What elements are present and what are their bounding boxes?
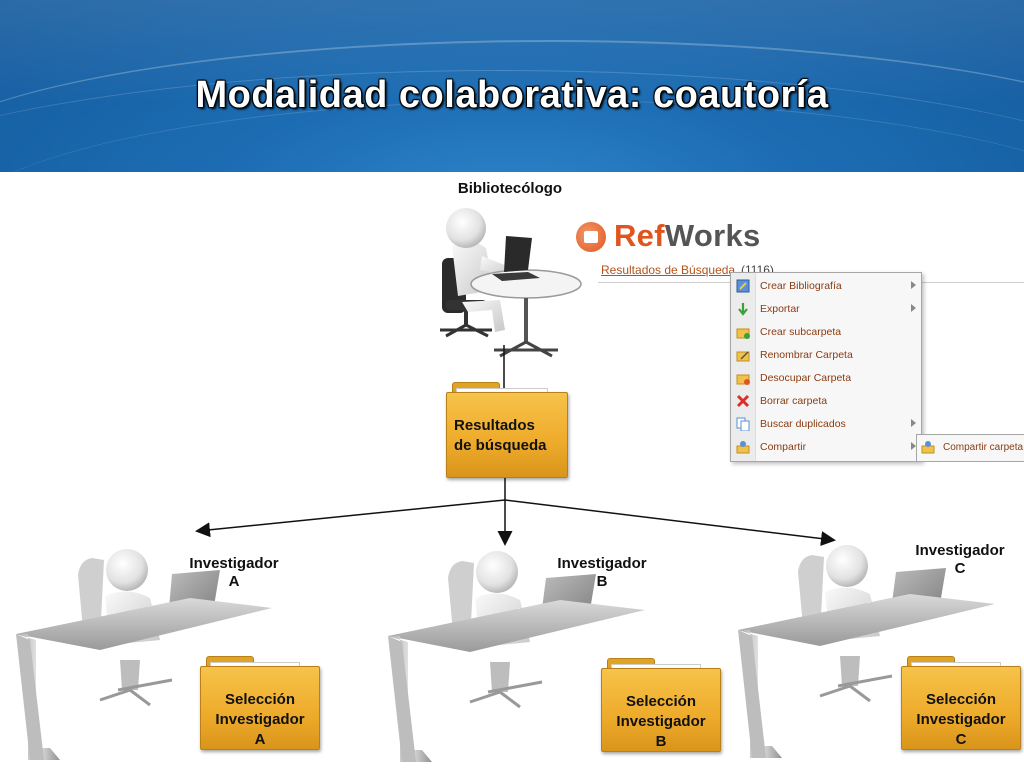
folder-label-line2: Investigador [616,713,706,730]
menu-item-crear-subcarpeta[interactable]: Crear subcarpeta [731,321,921,344]
header-wave [0,70,1024,172]
results-folder-line2: de búsqueda [454,437,547,454]
submenu-arrow-icon [911,419,916,427]
selection-folder-b-icon: Selección Investigador B [601,658,721,752]
researcher-label-line1: Investigador [915,542,1005,559]
menu-item-label: Crear subcarpeta [760,326,842,338]
librarian-label: Bibliotecólogo [457,180,563,197]
selection-folder-b-label: Selección Investigador B [601,692,721,752]
researcher-label-line2: A [228,573,240,590]
researcher-b-label: Investigador B [542,555,662,591]
results-folder-icon: Resultados de búsqueda [446,382,568,478]
share-user-icon [921,440,935,454]
researcher-a-workstation-icon [16,549,272,760]
arrow-to-researcher-a [195,499,506,538]
folder-label-line3: B [655,733,667,750]
results-folder-line1: Resultados [454,417,535,434]
selection-folder-a-icon: Selección Investigador A [200,656,320,750]
results-folder-label: Resultados de búsqueda [454,416,568,456]
menu-item-label: Compartir [760,441,807,453]
folder-label-line2: Investigador [215,711,305,728]
menu-item-label: Buscar duplicados [760,418,846,430]
librarian-figure-icon [440,208,582,358]
researcher-c-label: Investigador C [900,542,1020,578]
edit-icon [736,279,750,293]
header-wave [0,40,1024,172]
folder-empty-icon [736,371,750,385]
menu-item-label: Borrar carpeta [760,395,828,407]
selection-folder-c-label: Selección Investigador C [901,690,1021,750]
folder-label-line3: C [955,731,967,748]
selection-folder-c-icon: Selección Investigador C [901,656,1021,750]
folder-context-menu: Crear Bibliografía Exportar Crear subcar… [730,272,922,462]
refworks-wordmark-ref: Ref [614,218,665,253]
researcher-label-line1: Investigador [557,555,647,572]
header-wave [0,100,1024,172]
menu-item-crear-bibliografia[interactable]: Crear Bibliografía [731,275,921,298]
folder-add-icon [736,325,750,339]
submenu-arrow-icon [911,281,916,289]
folder-rename-icon [736,348,750,362]
menu-item-exportar[interactable]: Exportar [731,298,921,321]
researcher-b-workstation-icon [388,551,645,762]
search-results-link[interactable]: Resultados de Búsqueda [601,263,736,277]
slide-title: Modalidad colaborativa: coautoría [195,74,829,116]
share-user-icon [736,440,750,454]
researcher-a-label: Investigador A [174,555,294,591]
folder-body [200,666,320,750]
download-arrow-icon [736,302,750,316]
researcher-label-line1: Investigador [189,555,279,572]
researcher-label-line2: C [954,560,966,577]
menu-item-borrar-carpeta[interactable]: Borrar carpeta [731,390,921,413]
menu-item-label: Renombrar Carpeta [760,349,853,361]
refworks-logo-icon [576,222,606,252]
menu-item-renombrar-carpeta[interactable]: Renombrar Carpeta [731,344,921,367]
menu-item-buscar-duplicados[interactable]: Buscar duplicados [731,413,921,436]
refworks-wordmark-works: Works [664,218,761,253]
folder-label-line3: A [254,731,266,748]
folder-label-line1: Selección [925,691,997,708]
duplicate-pages-icon [736,417,750,432]
menu-item-desocupar-carpeta[interactable]: Desocupar Carpeta [731,367,921,390]
folder-body [446,392,568,478]
folder-label-line1: Selección [625,693,697,710]
menu-item-label: Crear Bibliografía [760,280,842,292]
selection-folder-a-label: Selección Investigador A [200,690,320,750]
folder-body [601,668,721,752]
folder-label-line1: Selección [224,691,296,708]
menu-item-label: Desocupar Carpeta [760,372,852,384]
menu-item-label: Exportar [760,303,800,315]
folder-body [901,666,1021,750]
compartir-submenu[interactable]: Compartir carpeta [916,434,1024,462]
delete-x-icon [736,394,750,408]
menu-item-compartir[interactable]: Compartir [731,436,921,459]
refworks-wordmark: RefWorks [614,218,761,254]
submenu-item-compartir-carpeta[interactable]: Compartir carpeta [943,442,1024,453]
refworks-logo: RefWorks [576,218,776,258]
researcher-c-workstation-icon [738,545,995,758]
arrow-to-researcher-c [504,499,836,546]
header-shine [0,0,1024,172]
folder-label-line2: Investigador [916,711,1006,728]
submenu-arrow-icon [911,304,916,312]
slide-header: Modalidad colaborativa: coautoría [0,0,1024,172]
submenu-arrow-icon [911,442,916,450]
researcher-label-line2: B [596,573,608,590]
